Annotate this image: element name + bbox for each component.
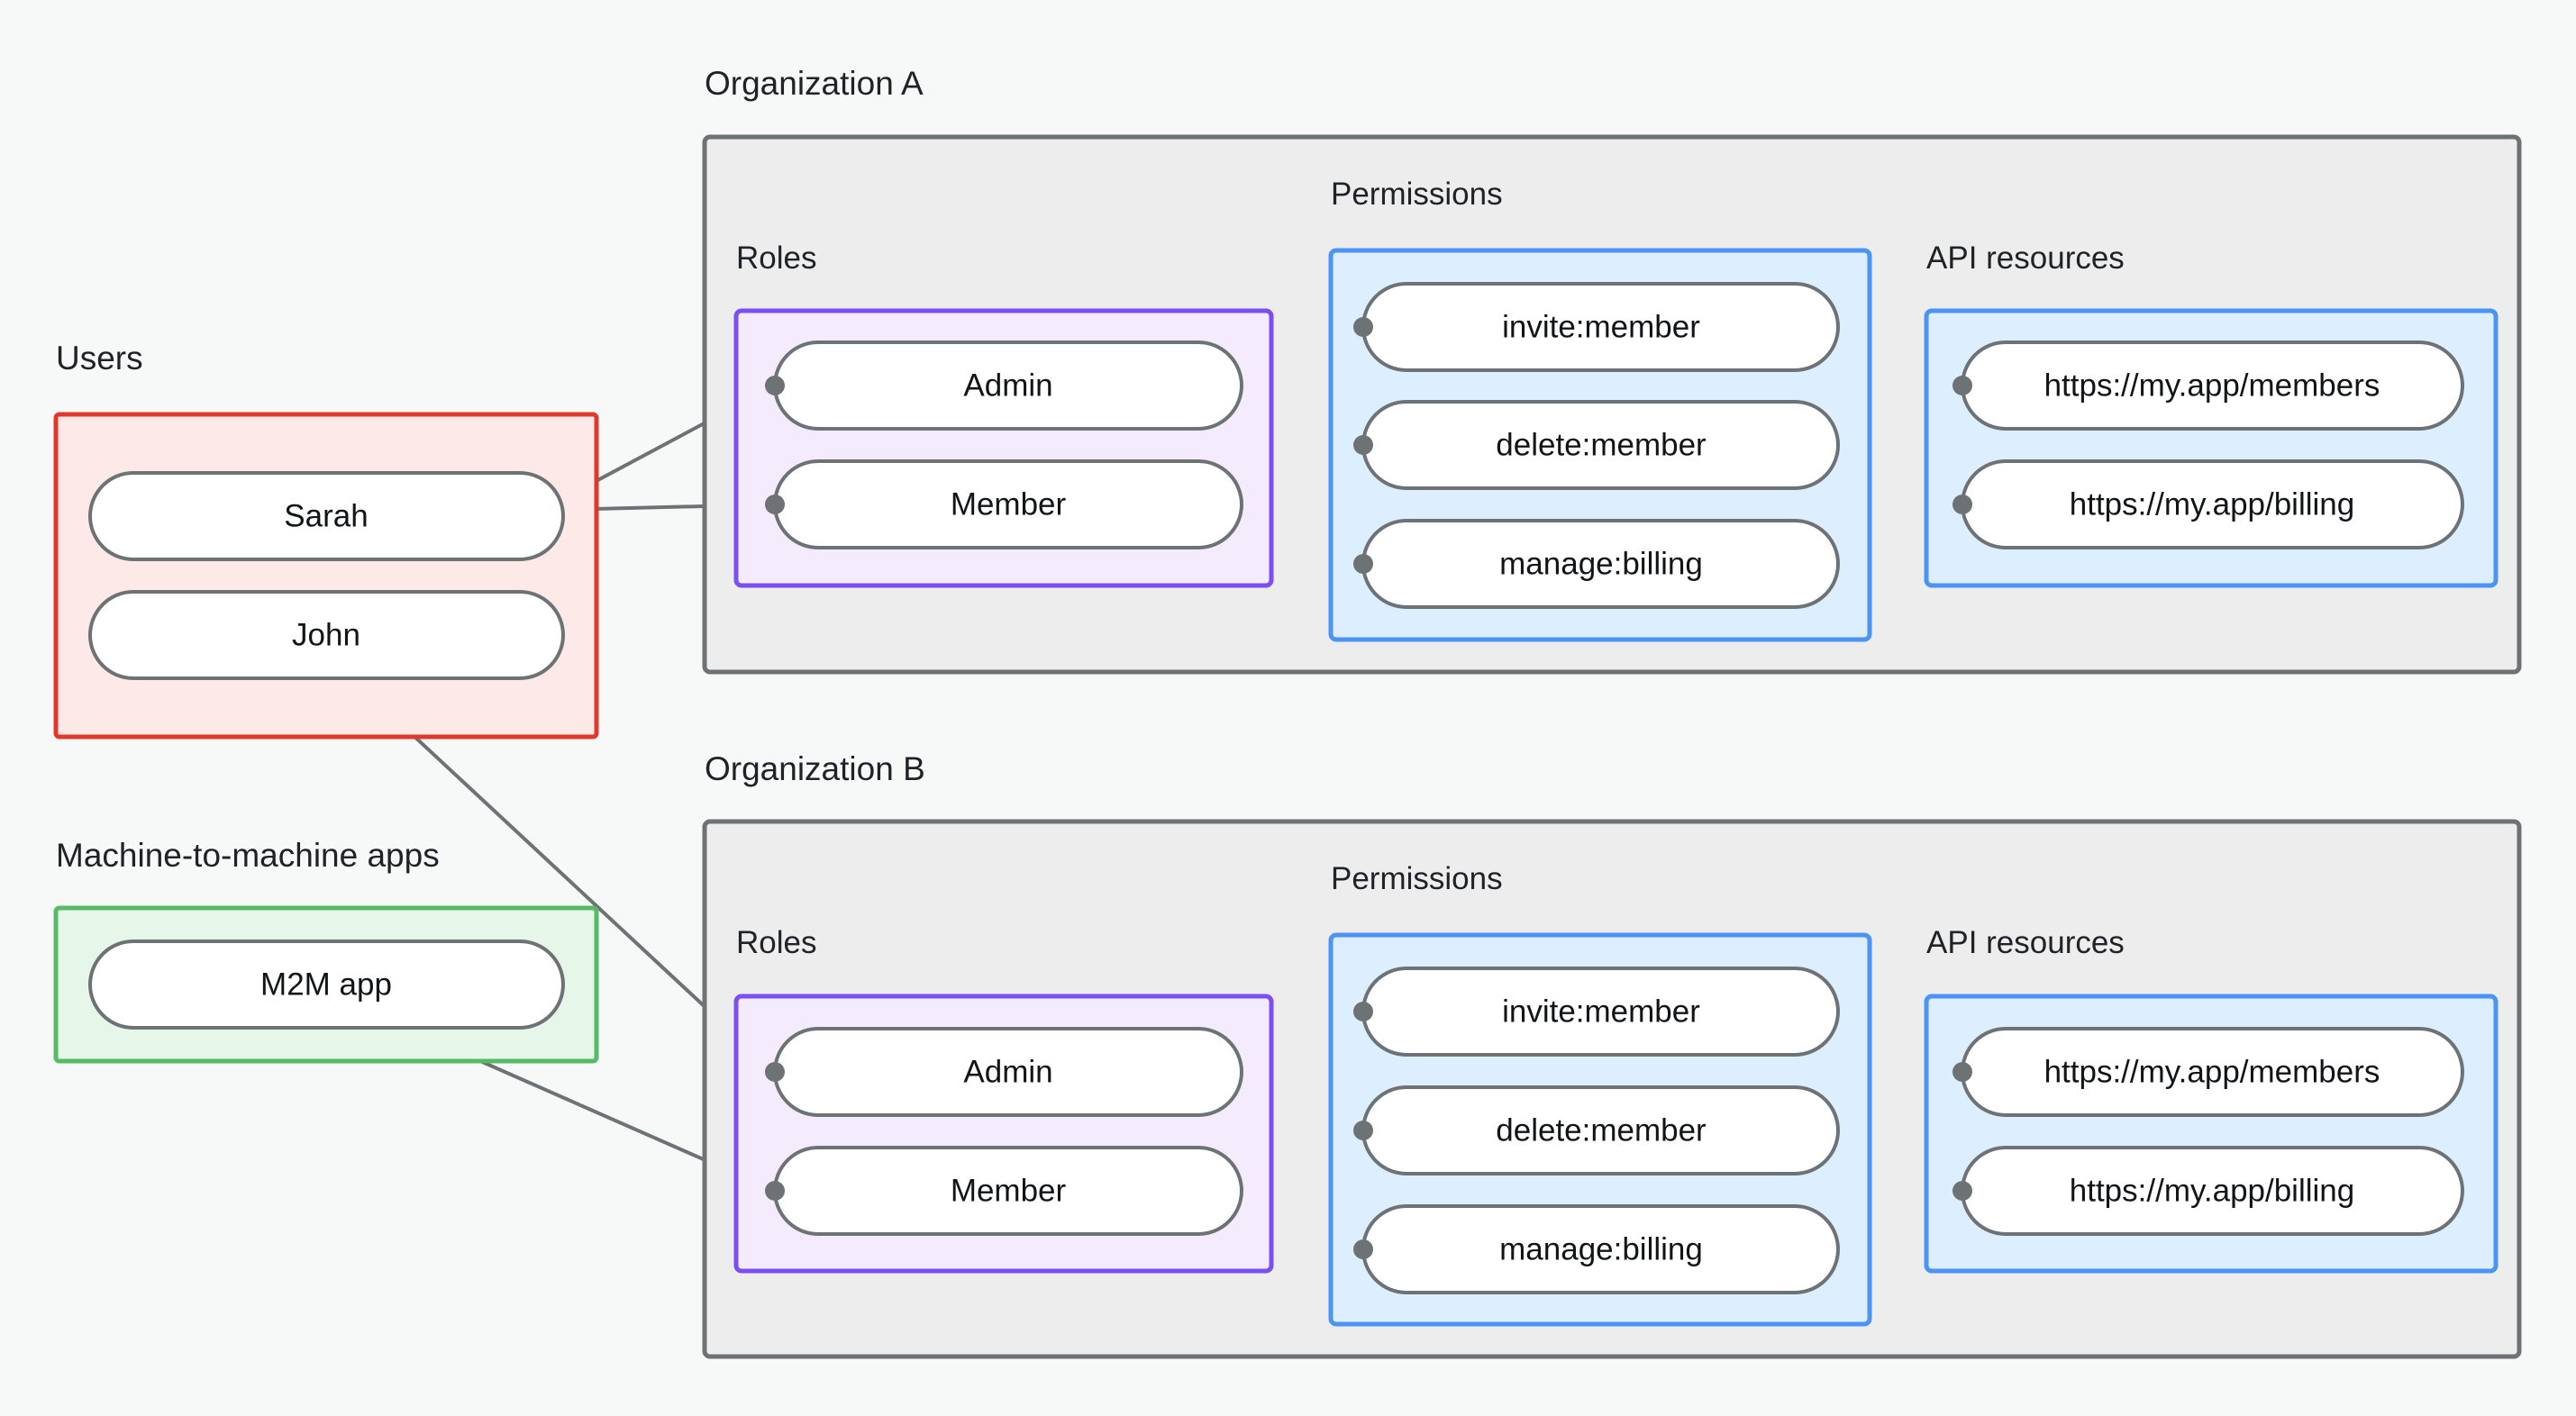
connector-dot: [765, 495, 785, 514]
connector-dot: [1353, 1002, 1373, 1021]
org-a-role-admin[interactable]: Admin: [773, 340, 1243, 431]
m2m-app-label: M2M app: [260, 967, 392, 1002]
org-b-permission-delete-member-label: delete:member: [1496, 1112, 1707, 1148]
user-sarah-label: Sarah: [284, 498, 368, 533]
org-b-role-member-label: Member: [951, 1173, 1067, 1208]
org-a-roles-title: Roles: [736, 241, 816, 276]
connector-dot: [1952, 376, 1972, 395]
org-b-permission-manage-billing[interactable]: manage:billing: [1361, 1204, 1840, 1294]
org-a-permissions-title: Permissions: [1331, 177, 1503, 212]
organization-b-title: Organization B: [705, 750, 925, 787]
org-b-api-resource-billing[interactable]: https://my.app/billing: [1961, 1146, 2464, 1236]
connector-dot: [1353, 1121, 1373, 1140]
org-a-api-resource-members-label: https://my.app/members: [2044, 368, 2380, 403]
org-a-permission-invite-member[interactable]: invite:member: [1361, 282, 1840, 372]
org-a-permission-manage-billing[interactable]: manage:billing: [1361, 519, 1840, 609]
connector-dot: [1952, 1181, 1972, 1201]
org-b-role-admin[interactable]: Admin: [773, 1027, 1243, 1117]
org-a-role-admin-label: Admin: [963, 368, 1052, 403]
org-a-api-resource-members[interactable]: https://my.app/members: [1961, 340, 2464, 431]
connector-dot: [765, 376, 785, 395]
org-a-api-resource-billing[interactable]: https://my.app/billing: [1961, 459, 2464, 549]
user-john-label: John: [292, 617, 360, 652]
org-b-roles-title: Roles: [736, 925, 816, 960]
org-a-role-member[interactable]: Member: [773, 459, 1243, 549]
org-a-role-member-label: Member: [951, 486, 1067, 522]
org-b-api-resource-members-label: https://my.app/members: [2044, 1054, 2380, 1089]
connector-dot: [1952, 495, 1972, 514]
org-b-role-member[interactable]: Member: [773, 1146, 1243, 1236]
org-b-api-resource-billing-label: https://my.app/billing: [2070, 1173, 2354, 1208]
org-a-api-resources-title: API resources: [1926, 241, 2125, 276]
connector-dot: [1353, 1239, 1373, 1259]
user-john[interactable]: John: [88, 590, 565, 680]
org-b-role-admin-label: Admin: [963, 1054, 1052, 1089]
org-b-permissions-title: Permissions: [1331, 861, 1503, 896]
org-b-api-resources-title: API resources: [1926, 925, 2125, 960]
connector-dot: [1353, 435, 1373, 455]
users-container: [53, 412, 599, 740]
org-b-api-resource-members[interactable]: https://my.app/members: [1961, 1027, 2464, 1117]
connector-dot: [765, 1181, 785, 1201]
org-a-permission-invite-member-label: invite:member: [1502, 309, 1700, 344]
org-a-permission-delete-member[interactable]: delete:member: [1361, 400, 1840, 490]
org-a-permission-delete-member-label: delete:member: [1496, 427, 1707, 462]
m2m-app-node[interactable]: M2M app: [88, 939, 565, 1030]
connector-dot: [1353, 554, 1373, 574]
organization-a-title: Organization A: [705, 65, 924, 102]
org-a-api-resource-billing-label: https://my.app/billing: [2070, 486, 2354, 522]
connector-dot: [1952, 1062, 1972, 1082]
connector-dot: [765, 1062, 785, 1082]
org-a-permission-manage-billing-label: manage:billing: [1499, 546, 1703, 581]
users-title: Users: [56, 340, 143, 377]
org-b-permission-invite-member-label: invite:member: [1502, 994, 1700, 1029]
m2m-apps-title: Machine-to-machine apps: [56, 837, 440, 874]
org-b-permission-invite-member[interactable]: invite:member: [1361, 967, 1840, 1057]
connector-dot: [1353, 317, 1373, 337]
org-b-permission-manage-billing-label: manage:billing: [1499, 1231, 1703, 1266]
org-b-permission-delete-member[interactable]: delete:member: [1361, 1085, 1840, 1175]
user-sarah[interactable]: Sarah: [88, 471, 565, 561]
